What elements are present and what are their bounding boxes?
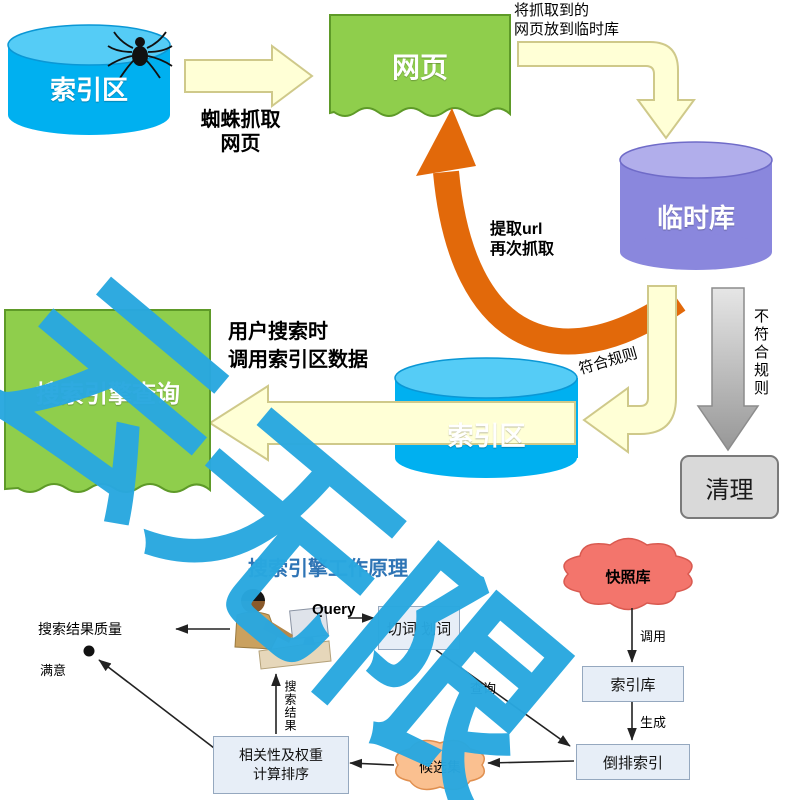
search-result-label: 搜索结果	[283, 680, 297, 732]
webpage-label: 网页	[391, 52, 448, 83]
feedback-dot	[83, 645, 95, 657]
segment-label: 切词 划词	[386, 620, 452, 638]
temp-db-cylinder	[619, 141, 773, 270]
candidate-cloud	[395, 739, 485, 791]
spider-icon	[107, 31, 173, 79]
crawl-arrow	[184, 44, 314, 108]
recrawl-arrow	[416, 108, 686, 355]
generate-label: 生成	[640, 715, 667, 730]
bottom-title: 搜索引擎工作原理	[248, 558, 408, 580]
no-match-rule-label: 不符合规则	[752, 308, 769, 398]
snapshot-cloud	[563, 537, 693, 611]
webpage-doc	[329, 14, 511, 117]
person-computer-icon	[234, 589, 332, 670]
query-doc	[4, 309, 211, 493]
clean-box: 清理	[680, 455, 779, 519]
satisfy-label: 满意	[40, 663, 67, 678]
lookup-label: 查询	[470, 681, 497, 696]
store-arrow	[517, 41, 696, 140]
index-store-label: 索引库	[610, 676, 656, 694]
call-label: 调用	[640, 629, 667, 644]
crawl-note: 蜘蛛抓取 网页	[200, 109, 281, 155]
quality-label: 搜索结果质量	[38, 621, 122, 637]
index-db2-label: 索引区	[447, 421, 526, 451]
segment-box: 切词 划词	[378, 606, 460, 650]
rank-box: 相关性及权重 计算排序	[213, 736, 349, 794]
match-rule-arrow	[582, 285, 677, 454]
candidate-label: 候选集	[419, 759, 461, 775]
inverted-index-label: 倒排索引	[602, 754, 663, 772]
index-store-box: 索引库	[582, 666, 684, 702]
rank-label: 相关性及权重 计算排序	[239, 747, 323, 782]
connector-arrows	[98, 608, 637, 769]
temp-db-label: 临时库	[656, 203, 735, 233]
store-note: 将抓取到的 网页放到临时库	[514, 2, 620, 38]
inverted-index-box: 倒排索引	[576, 744, 690, 780]
index-db-label: 索引区	[49, 75, 128, 105]
recrawl-note: 提取url 再次抓取	[490, 221, 555, 258]
clean-label: 清理	[705, 476, 754, 504]
query-label: Query	[312, 601, 356, 618]
query-note: 用户搜索时 调用索引区数据	[228, 321, 368, 371]
no-match-arrow	[696, 287, 760, 452]
snapshot-label: 快照库	[605, 569, 651, 586]
query-doc-label: 搜索引擎查询	[36, 381, 180, 408]
query-arrow	[208, 384, 576, 462]
